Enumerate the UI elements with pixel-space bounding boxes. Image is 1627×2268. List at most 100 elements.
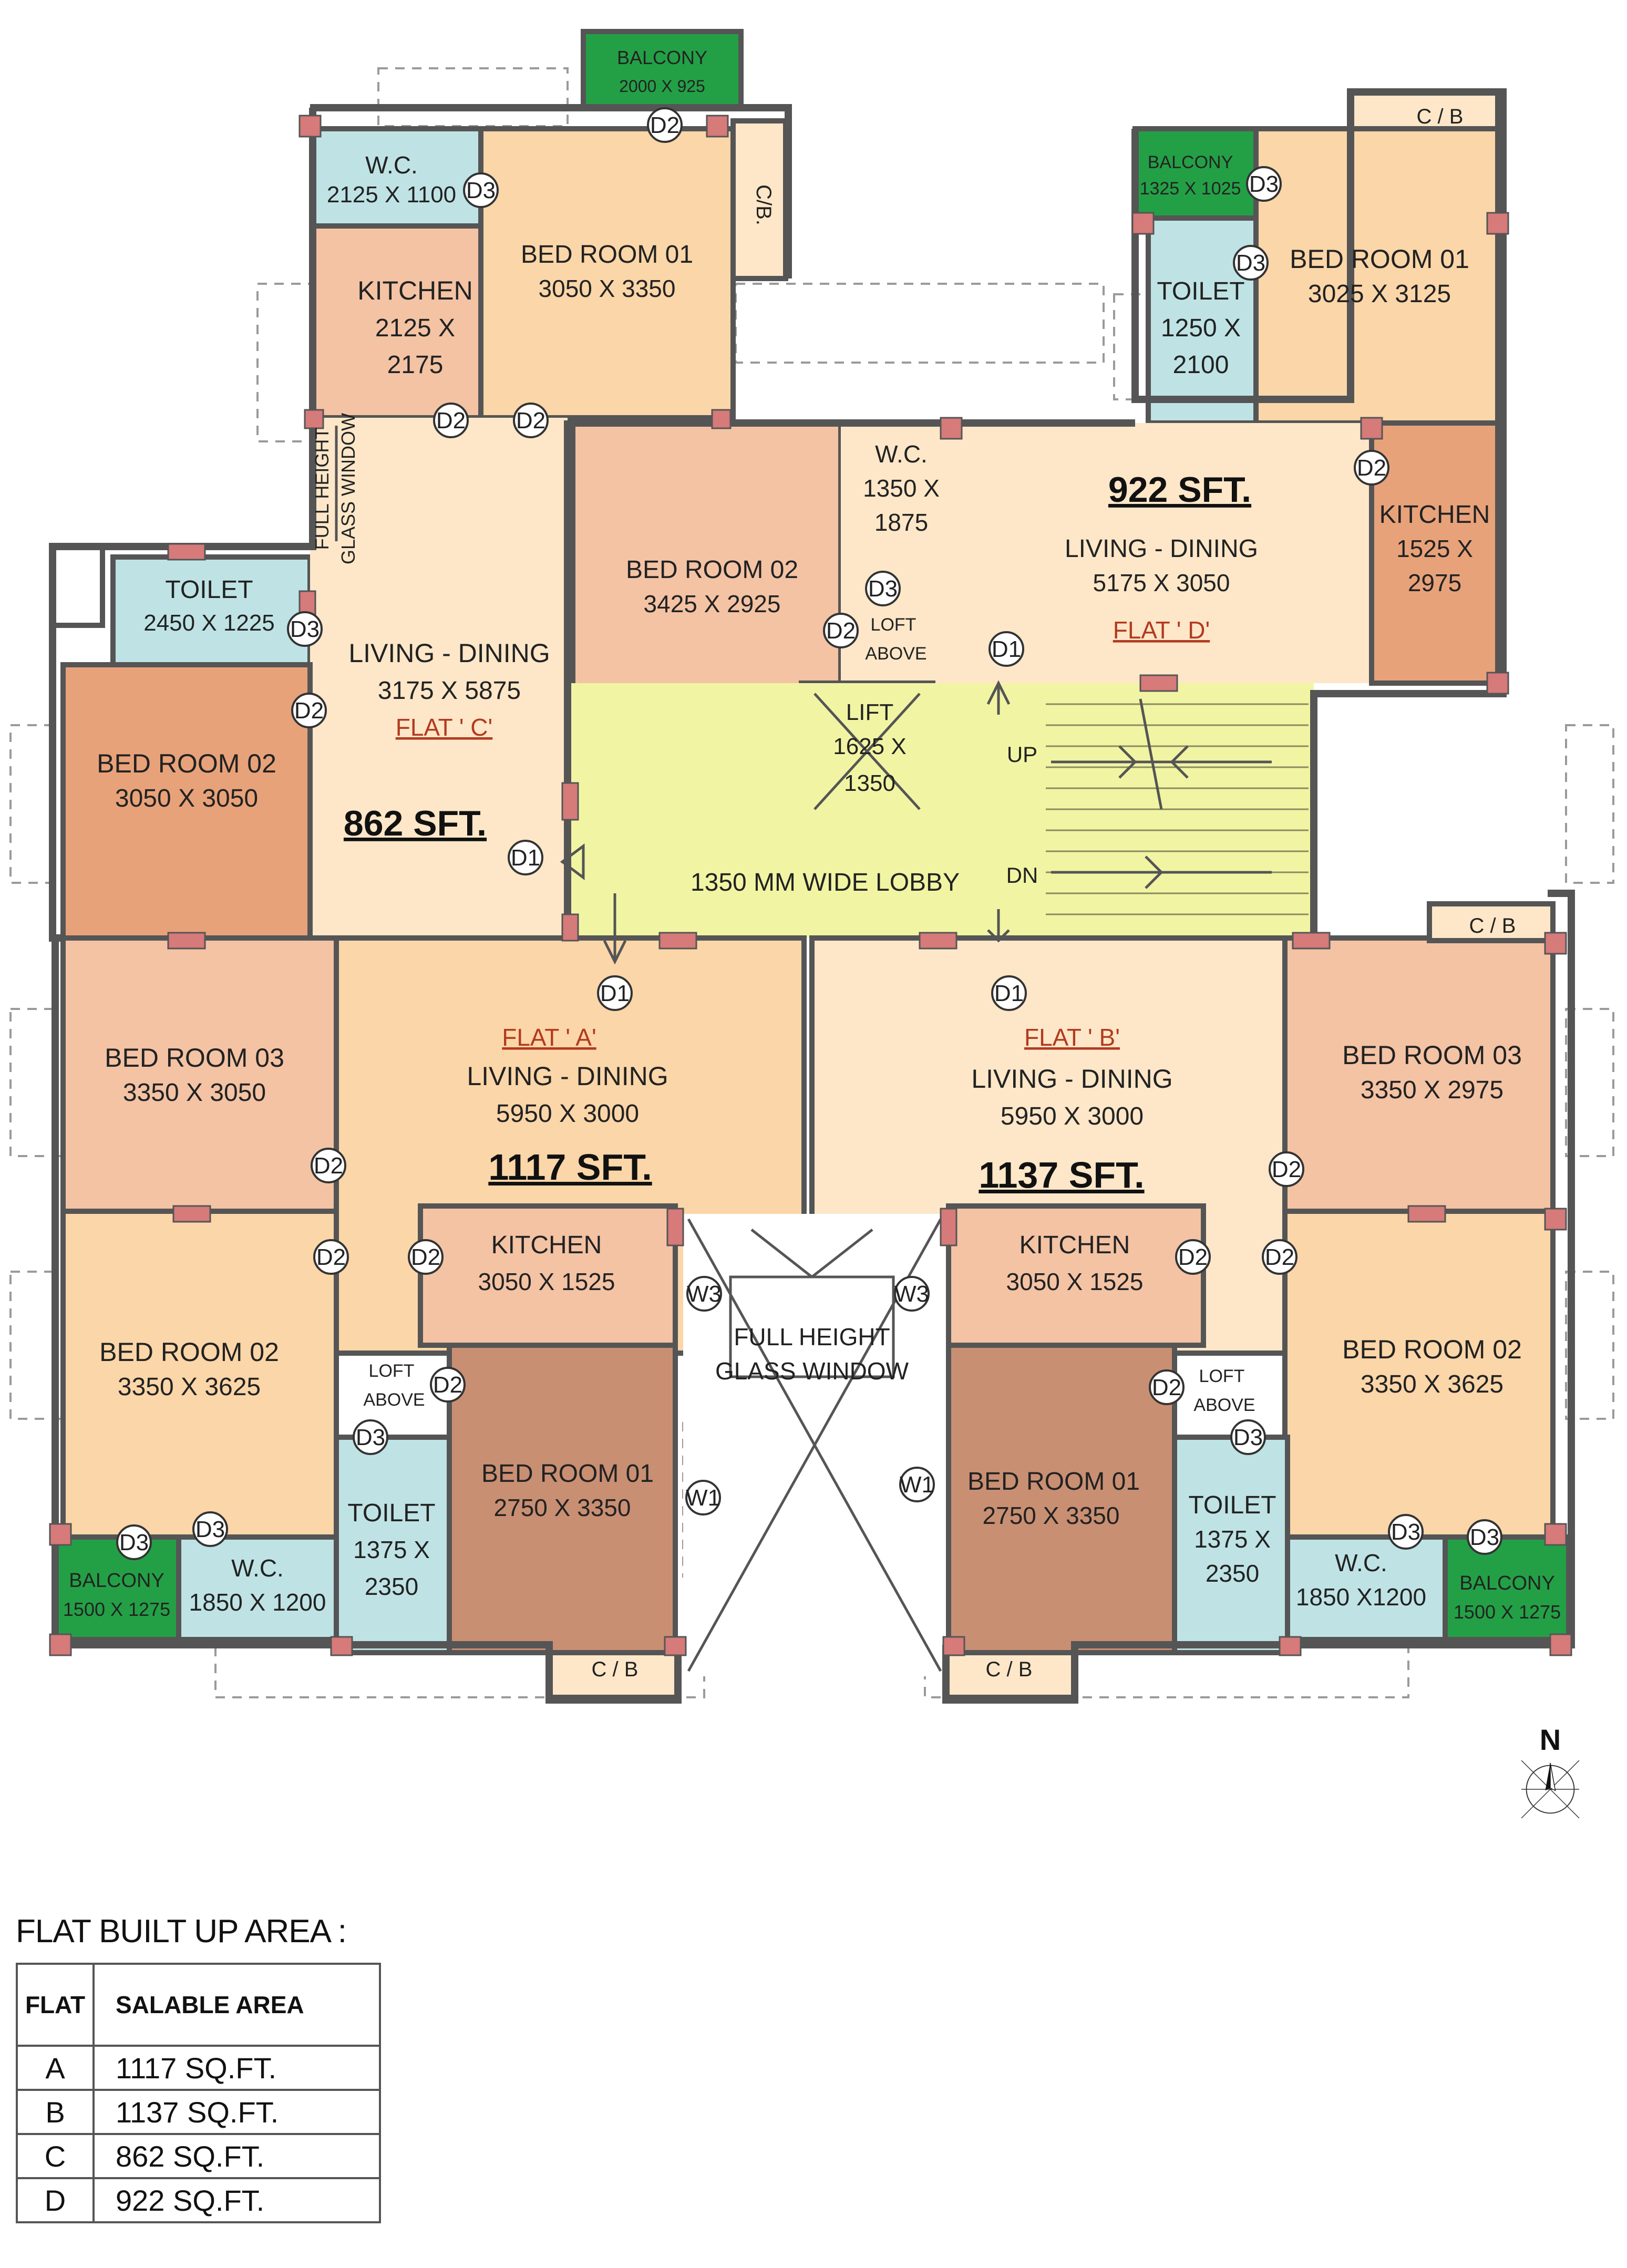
a-bed2-name: BED ROOM 02 [99, 1337, 279, 1367]
tag: D3 [1230, 1419, 1266, 1455]
b-living-name: LIVING - DINING [971, 1064, 1172, 1094]
a-toilet-name: TOILET [347, 1499, 435, 1527]
a-cb-label: C / B [592, 1658, 639, 1681]
c-bed2-size: 3050 X 3050 [115, 785, 258, 812]
c-bed1-name: BED ROOM 01 [521, 241, 693, 269]
a-balcony-size: 1500 X 1275 [63, 1599, 170, 1620]
a-balcony-name: BALCONY [69, 1570, 164, 1592]
stair-up: UP [1007, 742, 1037, 767]
c-toilet-size: 2450 X 1225 [143, 610, 275, 636]
tag: D1 [988, 631, 1024, 667]
a-bed3-size: 3350 X 3050 [123, 1079, 266, 1107]
c-bed2 [60, 662, 313, 941]
svg-text:D2: D2 [294, 698, 324, 724]
lift-name: LIFT [846, 699, 893, 725]
c-bed2-name: BED ROOM 02 [97, 749, 276, 778]
b-bed2 [1282, 1209, 1556, 1540]
b-loft-line1: LOFT [1199, 1366, 1245, 1386]
table-row: B 1137 SQ.FT. [16, 2089, 381, 2135]
a-loft-line1: LOFT [369, 1361, 415, 1381]
d-living-size: 5175 X 3050 [1093, 569, 1230, 596]
tag: D3 [353, 1419, 388, 1455]
tag: D2 [1262, 1239, 1298, 1275]
c-living-size: 3175 X 5875 [378, 677, 521, 705]
svg-text:D3: D3 [466, 178, 496, 203]
c-toilet [110, 554, 313, 667]
d-loft-line1: LOFT [871, 615, 917, 635]
b-cb2-label: C / B [986, 1658, 1033, 1681]
svg-text:D2: D2 [316, 1244, 346, 1270]
svg-text:D1: D1 [511, 845, 540, 871]
c-wc-name: W.C. [365, 151, 418, 179]
tag: D3 [116, 1524, 152, 1560]
tag: D3 [287, 611, 323, 647]
tag: W1 [685, 1480, 721, 1516]
svg-text:D3: D3 [1233, 1425, 1263, 1450]
tag: D2 [1269, 1151, 1304, 1187]
tag: D2 [1175, 1239, 1211, 1275]
table-row: A 1117 SQ.FT. [16, 2045, 381, 2091]
d-cb-label: C / B [1417, 105, 1464, 128]
b-bed1 [946, 1343, 1177, 1655]
a-toilet [334, 1435, 452, 1655]
a-bed2 [60, 1209, 339, 1540]
c-living-name: LIVING - DINING [348, 638, 550, 668]
b-kitchen [946, 1203, 1206, 1348]
center-glass-line2: GLASS WINDOW [715, 1357, 909, 1385]
c-kitchen-size1: 2125 X [375, 314, 455, 342]
b-balcony-size: 1500 X 1275 [1454, 1601, 1561, 1623]
tag: W3 [686, 1276, 722, 1312]
door-window-tags: D2 D3 D2 D2 D3 D2 D1 D3 D3 D2 D3 D2 D1 D… [116, 107, 1502, 1560]
tag: D3 [865, 571, 901, 606]
svg-text:W3: W3 [687, 1281, 722, 1307]
row-flat: D [16, 2177, 95, 2223]
d-kitchen [1369, 420, 1500, 686]
d-loft-line2: ABOVE [865, 644, 926, 664]
center-glass-line1: FULL HEIGHT [734, 1323, 890, 1351]
b-wc-size: 1850 X1200 [1296, 1583, 1426, 1611]
svg-text:D1: D1 [994, 981, 1024, 1006]
svg-text:D3: D3 [1236, 250, 1265, 276]
d-toilet-size2: 2100 [1173, 351, 1229, 379]
b-bed2-name: BED ROOM 02 [1342, 1335, 1522, 1364]
c-shaft [50, 544, 105, 628]
row-flat: A [16, 2045, 95, 2091]
d-bed1-size: 3025 X 3125 [1308, 280, 1451, 308]
a-living-size: 5950 X 3000 [496, 1100, 639, 1128]
a-wc-name: W.C. [231, 1554, 284, 1582]
svg-text:D1: D1 [992, 636, 1021, 662]
a-flat-label: FLAT ' A' [502, 1024, 596, 1051]
a-kitchen-name: KITCHEN [491, 1231, 602, 1259]
a-toilet-size1: 1375 X [353, 1536, 430, 1563]
d-wc-size1: 1350 X [863, 475, 940, 502]
d-toilet-size1: 1250 X [1161, 314, 1241, 342]
stair-treads [1046, 694, 1309, 930]
svg-text:D2: D2 [1178, 1244, 1208, 1270]
b-kitchen-size: 3050 X 1525 [1006, 1268, 1144, 1295]
c-cb-label: C/B. [752, 184, 775, 225]
svg-text:D2: D2 [436, 408, 466, 434]
b-kitchen-name: KITCHEN [1020, 1231, 1130, 1259]
b-bed3-name: BED ROOM 03 [1342, 1040, 1522, 1070]
tag: D2 [513, 403, 549, 438]
d-bed1-name: BED ROOM 01 [1290, 244, 1469, 274]
c-flat-label: FLAT ' C' [396, 714, 493, 741]
c-balcony-size: 2000 X 925 [619, 77, 705, 96]
svg-text:D2: D2 [314, 1153, 343, 1179]
b-cb [1427, 901, 1556, 943]
row-flat: C [16, 2133, 95, 2179]
d-wc-size2: 1875 [874, 509, 928, 536]
table-row: D 922 SQ.FT. [16, 2177, 381, 2223]
b-bed3 [1282, 935, 1556, 1214]
a-toilet-size2: 2350 [365, 1573, 418, 1600]
b-bed2-size: 3350 X 3625 [1361, 1370, 1504, 1398]
svg-text:D2: D2 [1357, 455, 1386, 481]
a-bed3-name: BED ROOM 03 [105, 1043, 284, 1073]
b-area: 1137 SFT. [979, 1154, 1144, 1195]
a-bed1-size: 2750 X 3350 [494, 1494, 631, 1521]
svg-text:D3: D3 [868, 576, 898, 602]
c-wc-size: 2125 X 1100 [327, 182, 456, 208]
c-glass-line2: GLASS WINDOW [337, 413, 359, 564]
row-area: 1117 SQ.FT. [92, 2045, 381, 2091]
